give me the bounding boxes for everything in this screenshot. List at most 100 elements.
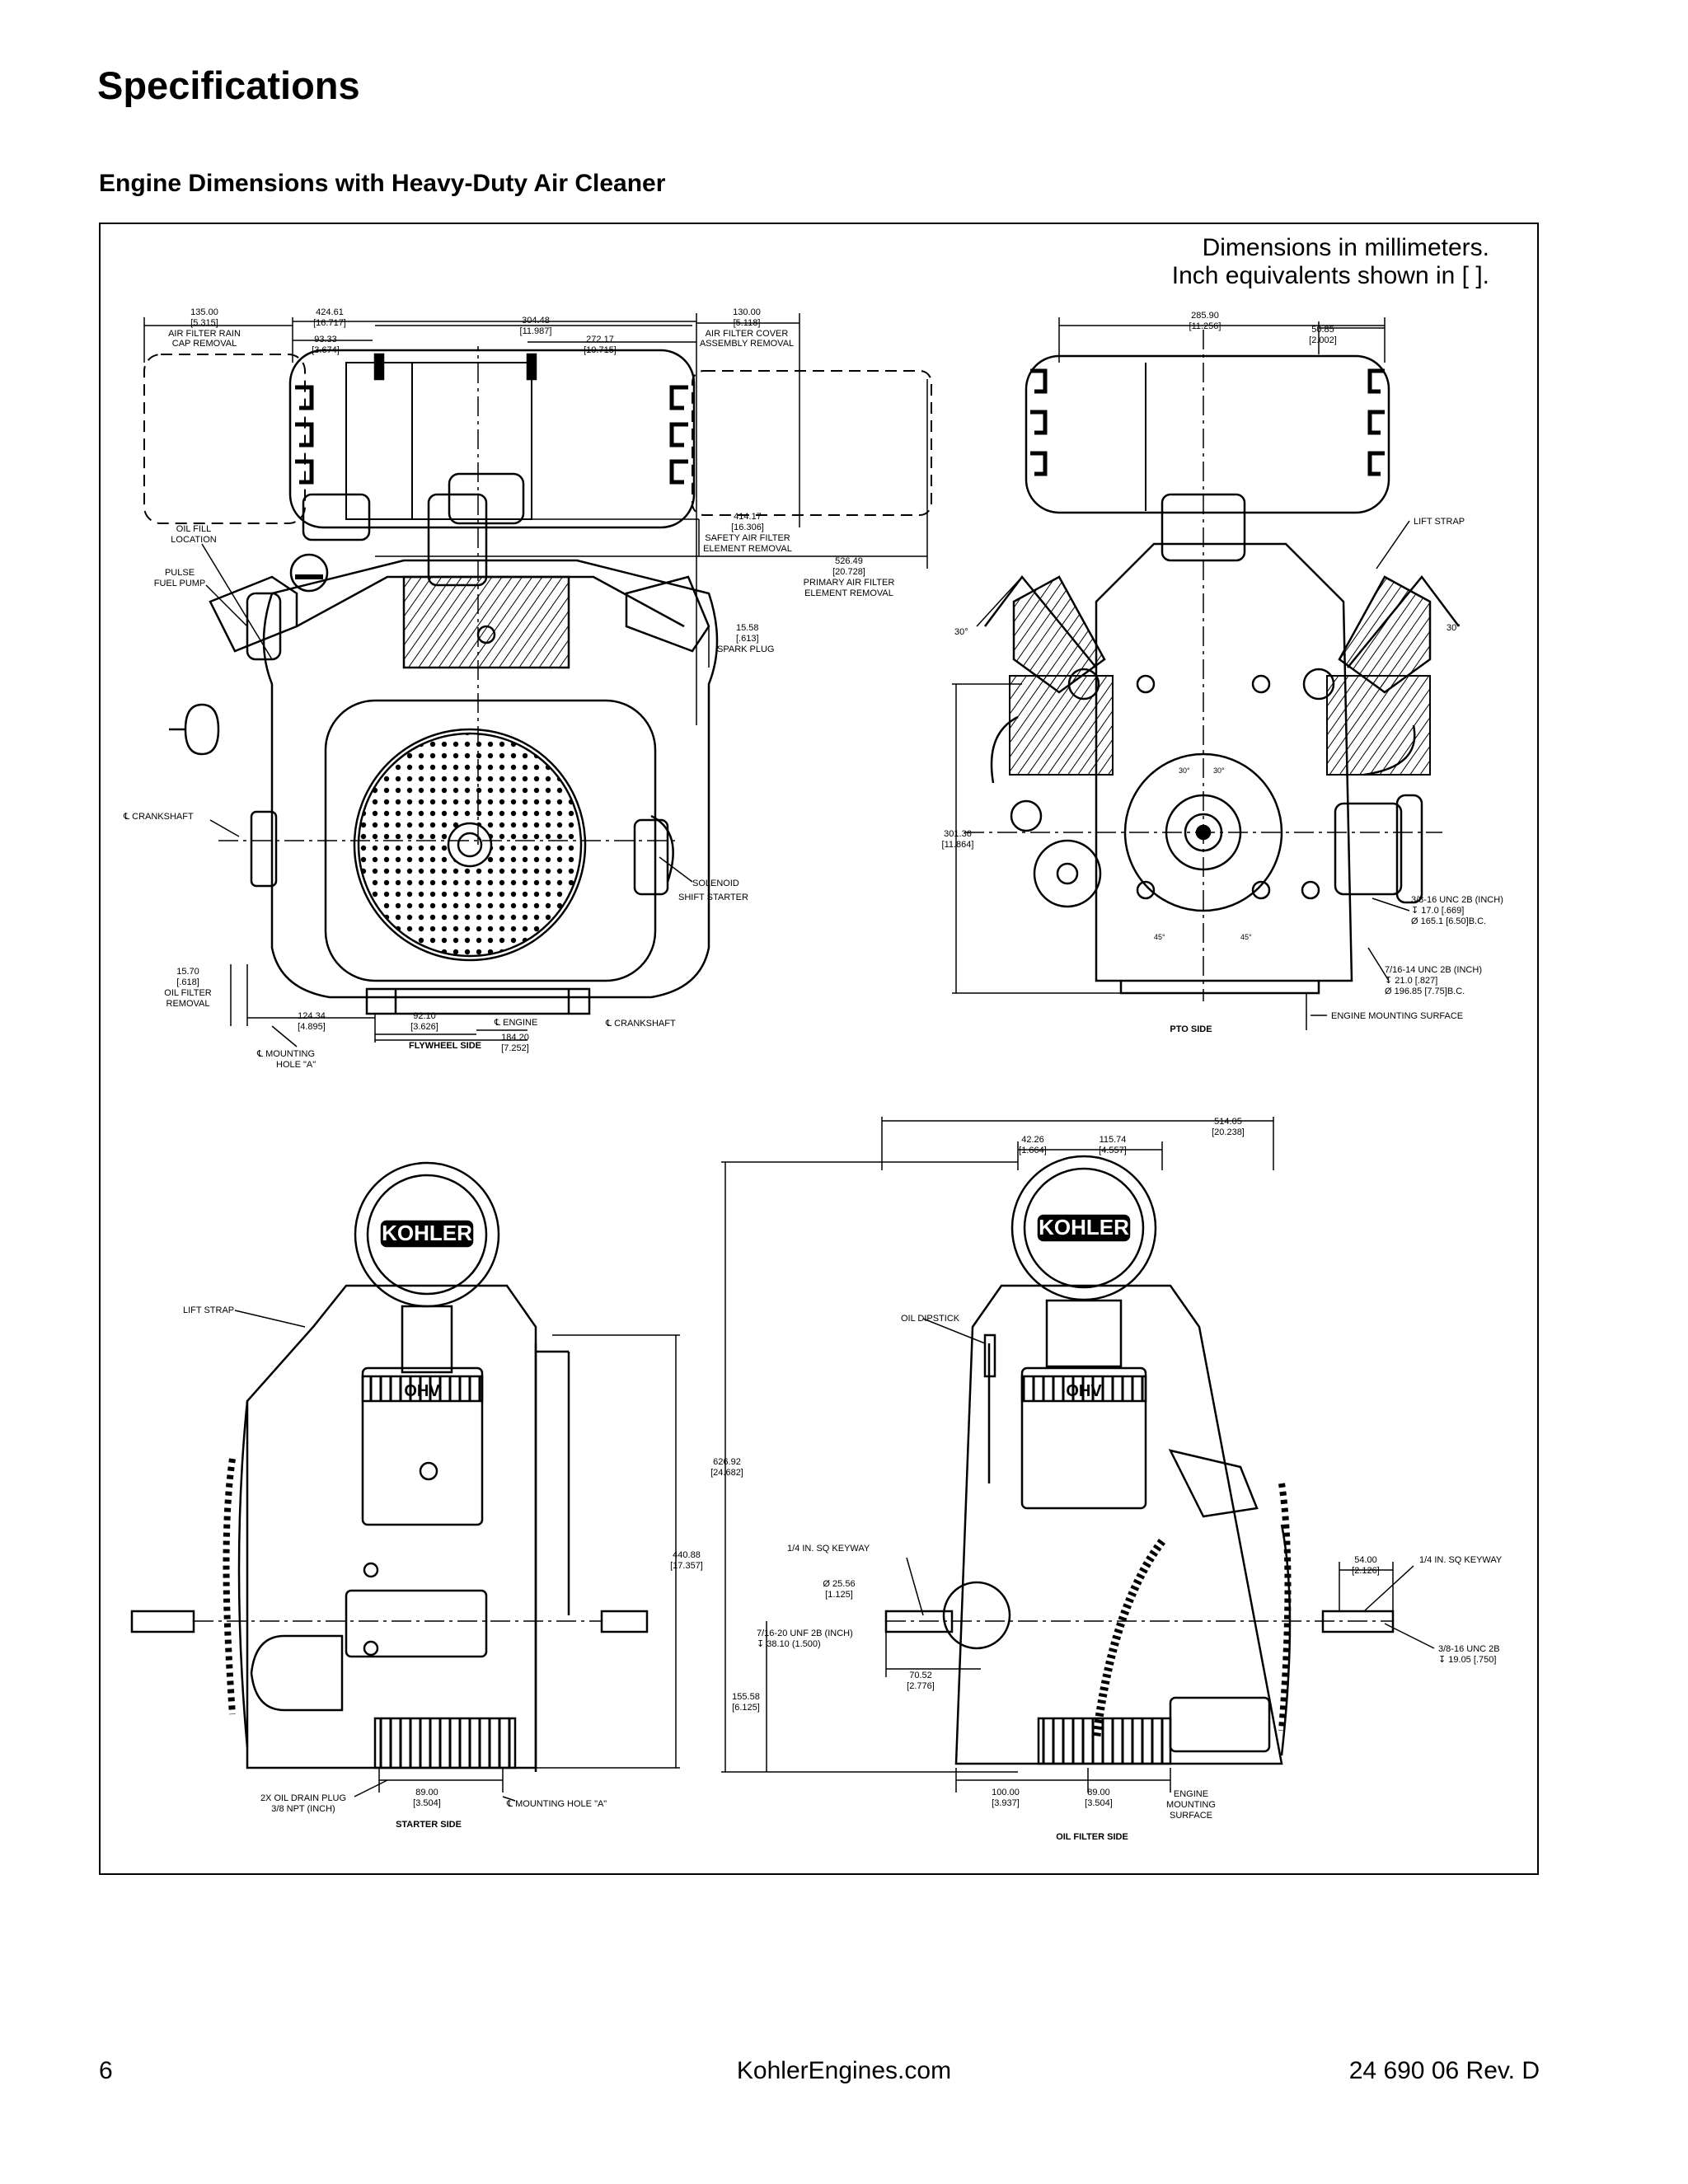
dim-184: 184.20 bbox=[501, 1033, 529, 1043]
dim-89-oilfilter-inch: [3.504] bbox=[1085, 1798, 1113, 1808]
section-title: Engine Dimensions with Heavy-Duty Air Cl… bbox=[99, 170, 666, 197]
oil-drain-label1: 2X OIL DRAIN PLUG bbox=[260, 1793, 346, 1803]
dim-130-label2: ASSEMBLY REMOVAL bbox=[700, 339, 794, 349]
pto-side-dimensions bbox=[952, 317, 1410, 1030]
mounting-surface-label1: ENGINE bbox=[1174, 1789, 1208, 1799]
solenoid-label1: SOLENOID bbox=[692, 879, 739, 888]
dim-301-inch: [11.864] bbox=[942, 840, 974, 850]
mounting-surface-label3: SURFACE bbox=[1170, 1811, 1212, 1821]
footer-doc-number: 24 690 06 Rev. D bbox=[1348, 2057, 1540, 2084]
dim-424: 424.61 bbox=[316, 307, 344, 317]
angle-45-left: 45° bbox=[1154, 933, 1165, 941]
oil-filter-side-dimensions bbox=[721, 1117, 1435, 1793]
oil-filter-removal1: OIL FILTER bbox=[164, 988, 212, 998]
dim-2556: Ø 25.56 bbox=[823, 1579, 855, 1589]
dim-155-inch: [6.125] bbox=[732, 1703, 760, 1713]
dim-285-inch: [11.256] bbox=[1189, 321, 1221, 331]
thread-depth-1: ↧ 17.0 [.669] bbox=[1411, 906, 1464, 916]
dim-414-label2: ELEMENT REMOVAL bbox=[703, 544, 792, 554]
mounting-surface-label2: MOUNTING bbox=[1166, 1800, 1216, 1810]
units-note-line2: Inch equivalents shown in [ ]. bbox=[1171, 262, 1489, 289]
dim-42: 42.26 bbox=[1021, 1135, 1044, 1145]
lift-strap-label-starter: LIFT STRAP bbox=[183, 1305, 234, 1315]
flywheel-side-dimensions bbox=[143, 313, 928, 1047]
dim-526-label2: ELEMENT REMOVAL bbox=[804, 588, 893, 598]
page-number: 6 bbox=[99, 2057, 113, 2084]
ohv-label-starter: OHV bbox=[404, 1382, 440, 1400]
dim-135-label2: CAP REMOVAL bbox=[172, 339, 237, 349]
thread-depth-right: ↧ 19.05 [.750] bbox=[1438, 1655, 1496, 1665]
thread-depth-2: ↧ 21.0 [.827] bbox=[1385, 976, 1437, 986]
dim-414: 414.17 bbox=[734, 512, 762, 522]
dim-70: 70.52 bbox=[909, 1671, 932, 1680]
dim-135: 135.00 bbox=[190, 307, 218, 317]
dim-93-inch: [3.674] bbox=[312, 345, 340, 355]
solenoid-label2: SHIFT STARTER bbox=[678, 893, 748, 902]
starter-side-dimensions bbox=[234, 1310, 680, 1802]
thread-depth-shaft: ↧ 38.10 (1.500) bbox=[757, 1639, 821, 1649]
dim-93: 93.33 bbox=[314, 335, 337, 344]
dim-130-inch: [5.118] bbox=[734, 318, 761, 328]
angle-30-center-left: 30° bbox=[1179, 766, 1190, 775]
starter-side-caption: STARTER SIDE bbox=[396, 1820, 462, 1830]
dim-100-inch: [3.937] bbox=[992, 1798, 1020, 1808]
crankshaft-label: ℄ CRANKSHAFT bbox=[123, 812, 194, 822]
oil-drain-label2: 3/8 NPT (INCH) bbox=[271, 1804, 335, 1814]
thread-spec-2: 7/16-14 UNC 2B (INCH) bbox=[1385, 965, 1482, 975]
dim-124: 124.34 bbox=[298, 1011, 326, 1021]
keyway-left-label: 1/4 IN. SQ KEYWAY bbox=[787, 1544, 870, 1554]
kohler-logo-starter: KOHLER bbox=[382, 1221, 472, 1245]
dim-526: 526.49 bbox=[835, 556, 863, 566]
oil-fill-label2: LOCATION bbox=[171, 535, 216, 545]
ohv-label-oilfilter: OHV bbox=[1066, 1382, 1102, 1400]
dimension-labels: 135.00 [5.315] AIR FILTER RAIN CAP REMOV… bbox=[123, 307, 1503, 1842]
dim-514-inch: [20.238] bbox=[1212, 1127, 1245, 1137]
angle-30-center-right: 30° bbox=[1213, 766, 1225, 775]
dim-115: 115.74 bbox=[1100, 1135, 1127, 1145]
dim-92-inch: [3.626] bbox=[410, 1022, 438, 1032]
angle-45-right: 45° bbox=[1240, 933, 1252, 941]
oil-filter-side-caption: OIL FILTER SIDE bbox=[1056, 1832, 1128, 1842]
pulse-pump-label2: FUEL PUMP bbox=[154, 579, 206, 588]
pulse-pump-label1: PULSE bbox=[165, 568, 195, 578]
dim-304: 304.48 bbox=[522, 316, 550, 326]
dim-130: 130.00 bbox=[733, 307, 761, 317]
dim-115-inch: [4.557] bbox=[1099, 1146, 1127, 1155]
units-note-line1: Dimensions in millimeters. bbox=[1202, 234, 1489, 261]
dim-89-oilfilter: 89.00 bbox=[1087, 1788, 1110, 1797]
lift-strap-label-pto: LIFT STRAP bbox=[1414, 517, 1465, 527]
dim-1570-inch: [.618] bbox=[176, 977, 199, 987]
dim-526-inch: [20.728] bbox=[832, 567, 865, 577]
bolt-circle-1: Ø 165.1 [6.50]B.C. bbox=[1411, 916, 1486, 926]
dim-626: 626.92 bbox=[713, 1457, 741, 1467]
dim-424-inch: [16.717] bbox=[313, 318, 346, 328]
pto-side-caption: PTO SIDE bbox=[1170, 1024, 1212, 1034]
oil-fill-label1: OIL FILL bbox=[176, 524, 211, 534]
thread-spec-right: 3/8-16 UNC 2B bbox=[1438, 1644, 1500, 1654]
dim-626-inch: [24.682] bbox=[710, 1468, 743, 1478]
dim-spark-plug-inch: [.613] bbox=[736, 634, 759, 644]
dim-414-label1: SAFETY AIR FILTER bbox=[705, 533, 790, 543]
spark-plug-label: SPARK PLUG bbox=[717, 644, 775, 654]
pto-side-view bbox=[964, 330, 1460, 1001]
dim-130-label1: AIR FILTER COVER bbox=[706, 329, 789, 339]
dim-285: 285.90 bbox=[1191, 311, 1219, 321]
mounting-surface-label: ENGINE MOUNTING SURFACE bbox=[1331, 1011, 1463, 1021]
dim-514: 514.05 bbox=[1214, 1117, 1242, 1127]
keyway-right-label: 1/4 IN. SQ KEYWAY bbox=[1419, 1555, 1503, 1565]
flywheel-side-caption: FLYWHEEL SIDE bbox=[409, 1041, 481, 1051]
dim-155: 155.58 bbox=[732, 1692, 760, 1702]
dim-304-inch: [11.987] bbox=[520, 326, 552, 336]
dim-54-inch: [2.126] bbox=[1352, 1566, 1380, 1576]
dim-50-inch: [2.002] bbox=[1309, 335, 1337, 345]
page-title: Specifications bbox=[97, 63, 360, 107]
dim-54: 54.00 bbox=[1354, 1555, 1377, 1565]
dim-440-inch: [17.357] bbox=[670, 1561, 703, 1571]
oil-filter-removal2: REMOVAL bbox=[166, 999, 210, 1009]
dim-1570: 15.70 bbox=[176, 967, 199, 977]
dim-50: 50.85 bbox=[1311, 325, 1334, 335]
dim-92: 92.10 bbox=[413, 1011, 436, 1021]
thread-spec-1: 3/8-16 UNC 2B (INCH) bbox=[1411, 895, 1503, 905]
dim-2556-inch: [1.125] bbox=[825, 1590, 853, 1600]
